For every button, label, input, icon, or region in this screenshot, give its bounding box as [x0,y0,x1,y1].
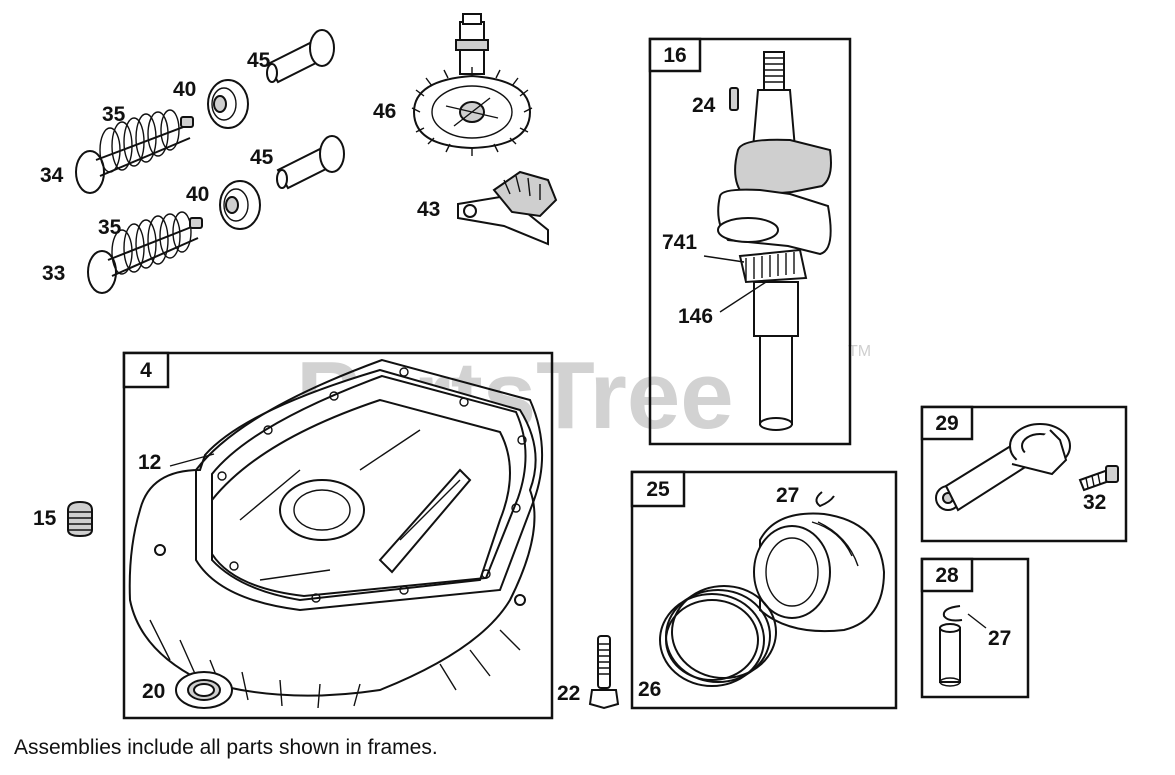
piston-rings-26 [659,585,777,687]
frame-25-box: 25 [630,470,898,710]
valve-34-assembly [75,109,194,194]
callout-35-upper: 35 [102,103,126,126]
rod-bolt-32 [1078,465,1119,492]
tappet-45b [276,135,345,190]
leader-27b [967,613,987,629]
callout-12: 12 [138,451,161,474]
callout-24: 24 [692,94,716,117]
frame-4-box: 4 [122,351,554,720]
leader-12 [169,453,215,467]
plug-15 [67,500,93,538]
callout-43: 43 [417,198,440,221]
callout-27-pin: 27 [988,627,1011,650]
pin-clip-27b [942,605,963,622]
callout-labels: 45 40 35 34 45 40 35 33 46 43 24 741 146… [33,49,1106,705]
valve-33-assembly [87,211,203,294]
frame-16-box: 16 [648,37,852,446]
callout-40-upper: 40 [173,78,196,101]
callout-34: 34 [40,164,64,187]
callout-45-upper: 45 [247,49,271,72]
frame-25-label: 25 [646,478,670,501]
camshaft-46 [411,13,533,156]
callout-46: 46 [373,100,396,123]
frame-4-label: 4 [140,359,152,382]
callout-22: 22 [557,682,580,705]
callout-32: 32 [1083,491,1106,514]
callout-146: 146 [678,305,713,328]
callout-40-lower: 40 [186,183,209,206]
callout-35-lower: 35 [98,216,122,239]
callout-27-piston: 27 [776,484,799,507]
piston-25 [753,512,886,633]
spring-retainer-40a [207,79,249,129]
oil-seal-20 [175,671,233,709]
piston-pin-28 [939,623,961,687]
leader-146 [719,281,767,313]
callout-15: 15 [33,507,57,530]
callout-26: 26 [638,678,661,701]
frame-29-box: 29 [920,405,1128,543]
valve-spring-35a [99,109,180,173]
key-24 [729,87,739,111]
tappet-45a [266,29,335,84]
watermark-trademark: TM [848,343,871,360]
piston-clip-27a [815,491,835,508]
valve-spring-35b [111,211,192,275]
callout-741: 741 [662,231,697,254]
callout-33: 33 [42,262,65,285]
connecting-rod-29 [935,423,1071,512]
frame-29-label: 29 [935,412,958,435]
footer-note: Assemblies include all parts shown in fr… [14,736,438,759]
callout-45-lower: 45 [250,146,274,169]
frame-28-box: 28 [920,557,1030,699]
governor-43 [457,170,558,246]
callout-20: 20 [142,680,165,703]
crankcase-4 [128,368,537,709]
spring-retainer-40b [219,180,261,230]
frame-16-label: 16 [663,44,686,67]
frame-28-label: 28 [935,564,959,587]
leader-741 [703,255,745,263]
gasket-12 [195,358,544,612]
crankshaft-16 [717,51,832,431]
bolt-22 [588,635,620,710]
